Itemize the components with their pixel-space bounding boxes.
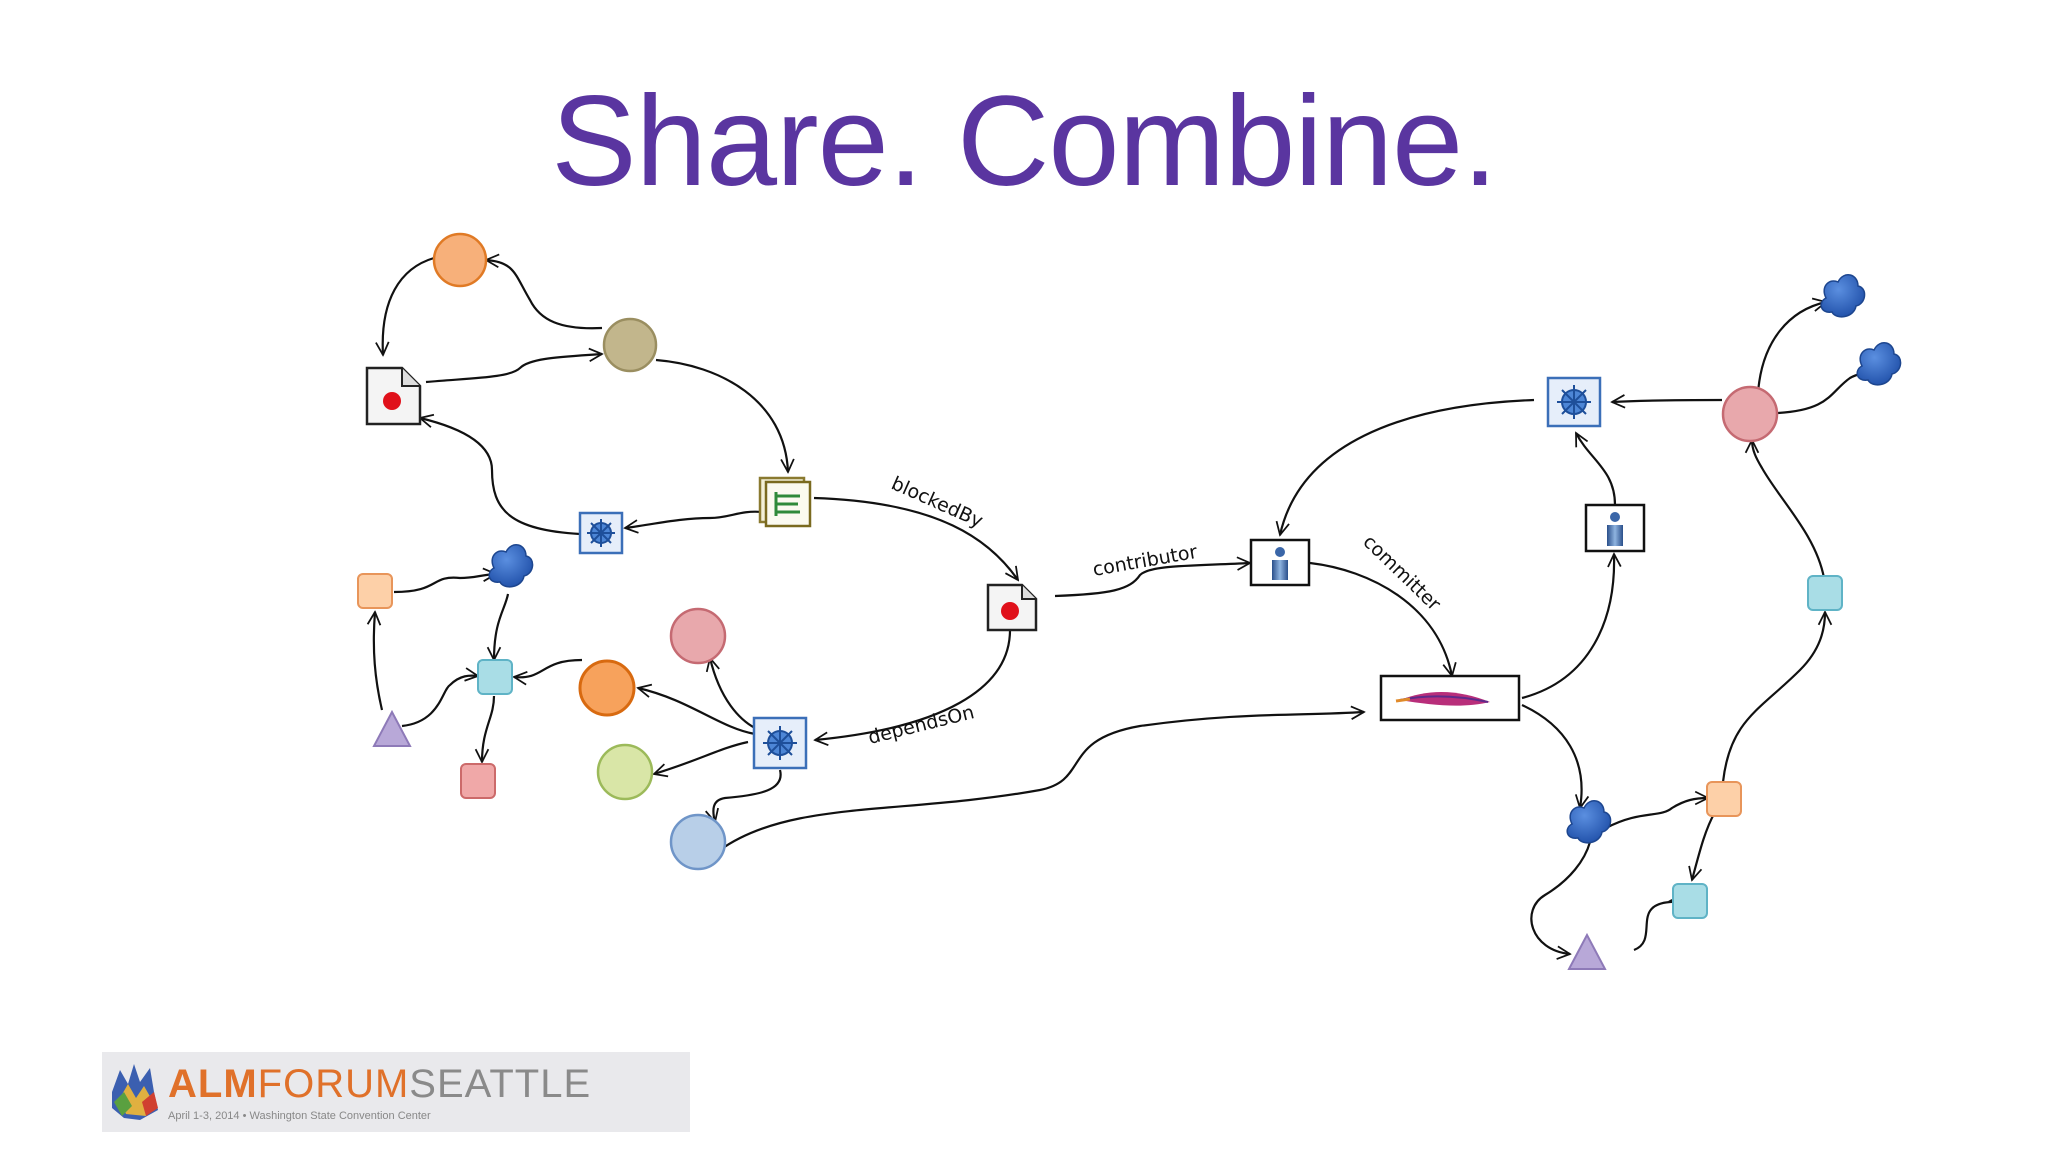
- node-square-cyan-right: [1807, 575, 1843, 611]
- document-icon: [365, 366, 422, 426]
- logo-mark-icon: [112, 1064, 158, 1120]
- node-square-cyan-left: [477, 659, 513, 695]
- edge-pink-right-to-blob-top: [1756, 302, 1826, 394]
- edge-label-committer: committer: [1359, 531, 1445, 616]
- node-triangle-left: [372, 709, 412, 747]
- edge-apache-to-blob-bottom: [1521, 704, 1582, 808]
- edge-blue-to-apache: [719, 712, 1364, 851]
- bug-icon: [1546, 376, 1602, 428]
- node-circle-pink-left: [669, 607, 727, 665]
- edge-orange-to-bug-top: [383, 256, 435, 355]
- edge-blob-bottom-to-square-orange-right: [1605, 798, 1708, 829]
- edge-square-cyan-to-square-red: [482, 695, 496, 762]
- node-circle-orange-left: [578, 659, 636, 717]
- node-circle-pink-right: [1721, 385, 1779, 443]
- document-icon: [986, 583, 1038, 632]
- edge-olive-to-doc: [655, 358, 788, 472]
- edge-square-orange-right-to-square-cyan-right: [1721, 612, 1825, 783]
- edge-square-orange-right-to-square-cyan-low: [1692, 811, 1716, 880]
- edge-bug-top-to-olive: [425, 354, 602, 384]
- edge-blob-left-to-square-cyan: [494, 593, 510, 660]
- logo-wordmark: ALMFORUMSEATTLE: [168, 1062, 591, 1107]
- node-circle-green: [596, 743, 654, 801]
- edge-gear-bottom-to-pink: [710, 658, 756, 729]
- edge-blockedby: [813, 496, 1018, 580]
- edge-triangle-right-to-square-cyan-low: [1633, 901, 1674, 952]
- node-square-orange-right: [1706, 781, 1742, 817]
- node-square-cyan-low: [1672, 883, 1708, 919]
- edge-label-dependson: dependsOn: [866, 701, 977, 749]
- node-triangle-right: [1567, 932, 1607, 970]
- logo-subtitle: April 1-3, 2014 • Washington State Conve…: [168, 1110, 431, 1122]
- edge-person-right-to-bug-right: [1575, 433, 1617, 506]
- node-square-orange-left: [357, 573, 393, 609]
- node-blob-left: [488, 544, 534, 588]
- edges: [374, 258, 1880, 954]
- edge-gear-bottom-to-green: [654, 740, 749, 774]
- edge-square-cyan-right-to-pink-right: [1752, 440, 1826, 579]
- bug-icon: [752, 716, 808, 770]
- apache-feather-icon: [1379, 674, 1521, 722]
- bug-icon: [578, 511, 624, 555]
- logo-alm-text: ALM: [168, 1062, 258, 1106]
- edge-bug-right-to-person-left: [1280, 398, 1535, 535]
- node-blob-bottom-right: [1566, 800, 1612, 844]
- edge-label-contributor: contributor: [1091, 541, 1199, 581]
- slide-title: Share. Combine.: [551, 70, 1498, 213]
- logo-forum-text: FORUM: [257, 1062, 410, 1106]
- edge-orange-to-square-cyan: [514, 658, 583, 677]
- node-circle-olive: [602, 317, 658, 373]
- person-icon: [1249, 538, 1311, 587]
- node-square-red-left: [460, 763, 496, 799]
- edge-gear-bottom-to-orange: [638, 688, 756, 736]
- edge-dependson: [815, 629, 1012, 740]
- list-icon: [758, 476, 812, 528]
- edge-triangle-to-square-cyan: [401, 676, 478, 728]
- edge-apache-to-person-right: [1521, 554, 1614, 700]
- edge-olive-to-orange: [486, 260, 603, 330]
- edge-committer: [1309, 561, 1452, 676]
- almforum-logo: ALMFORUMSEATTLE April 1-3, 2014 • Washin…: [102, 1052, 690, 1132]
- edge-doc-to-gear-top: [625, 510, 763, 528]
- logo-seattle-text: SEATTLE: [409, 1062, 592, 1106]
- edge-gear-bottom-to-blue: [713, 769, 782, 822]
- edge-square-to-blob-left: [393, 574, 496, 594]
- node-blob-top-right: [1820, 274, 1866, 318]
- node-circle-blue: [669, 813, 727, 871]
- edge-pink-right-to-bug-right: [1612, 400, 1723, 402]
- node-circle-orange-top: [432, 232, 488, 288]
- edge-label-blockedby: blockedBy: [888, 472, 986, 532]
- edge-blob-bottom-to-triangle-right: [1530, 841, 1592, 954]
- person-icon: [1584, 503, 1646, 553]
- node-blob-mid-right: [1856, 342, 1902, 386]
- edge-gear-top-to-bug-top: [420, 418, 581, 536]
- edge-contributor: [1054, 563, 1250, 598]
- edge-triangle-to-square-orange: [374, 612, 384, 711]
